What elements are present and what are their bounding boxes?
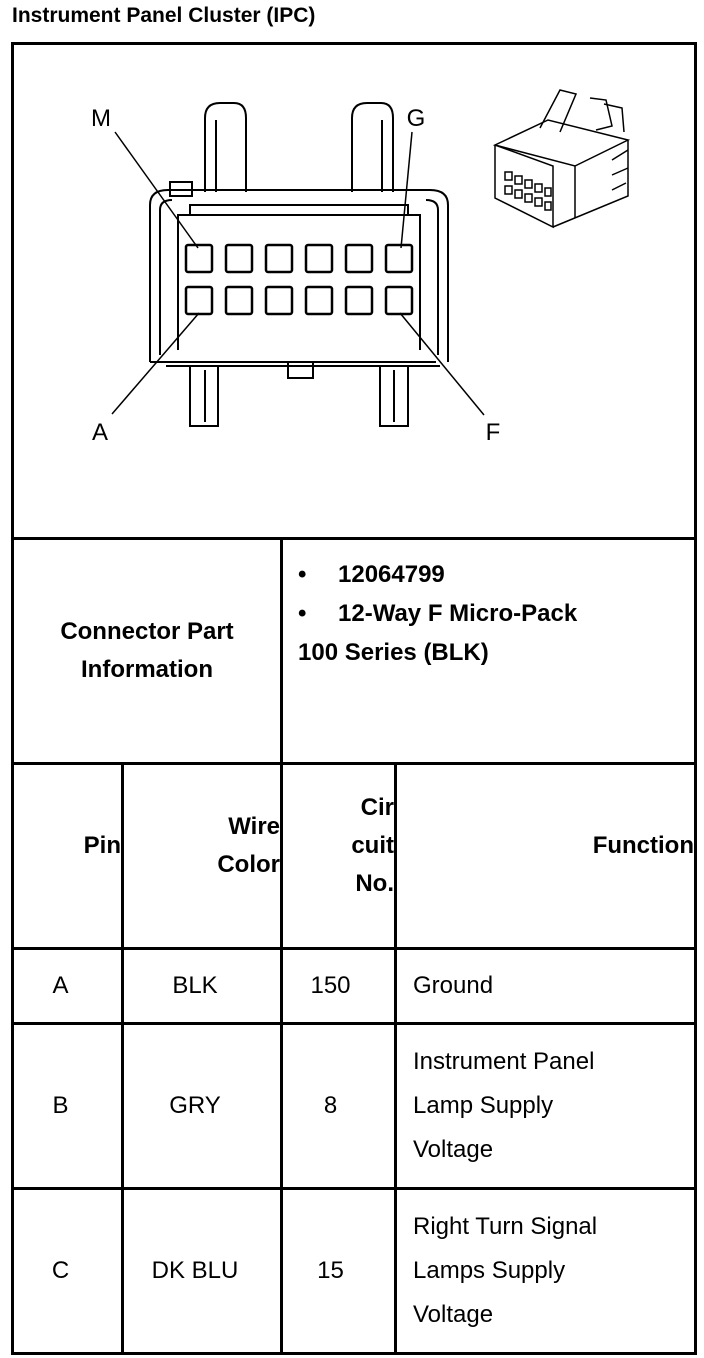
connector-diagram: M G A F bbox=[91, 89, 631, 446]
cavity-bottom-4 bbox=[304, 285, 334, 316]
connector-info-label: Connector Part Information bbox=[14, 540, 280, 762]
cavity-bottom-6 bbox=[384, 285, 414, 316]
row-a-function-line1: Ground bbox=[413, 972, 494, 999]
row-c-wire-color: DK BLU bbox=[151, 1257, 239, 1284]
cavity-bottom-2 bbox=[224, 285, 254, 316]
cavity-top-5 bbox=[344, 243, 374, 274]
connector-body-inner-left bbox=[159, 199, 173, 355]
divider-row-b-bottom bbox=[11, 1187, 697, 1190]
terminal-frame-top bbox=[189, 204, 409, 215]
row-b-pin: B bbox=[52, 1092, 69, 1119]
header-circuit-line1: Cir bbox=[360, 794, 394, 821]
divider-info-column bbox=[280, 537, 283, 765]
row-c-function-line2: Lamps Supply bbox=[413, 1257, 566, 1284]
bullet-icon: • bbox=[298, 561, 307, 588]
connector-info-details: • 12064799 • 12-Way F Micro-Pack 100 Serie… bbox=[298, 555, 688, 672]
header-wire-color-line2: Color bbox=[217, 851, 280, 878]
connector-type-item: • 12-Way F Micro-Pack bbox=[298, 594, 688, 633]
row-c-pin: C bbox=[51, 1257, 70, 1284]
latch-tab-right bbox=[351, 102, 394, 192]
row-b-circuit: 8 bbox=[323, 1092, 338, 1119]
connector-info-label-line1: Connector Part bbox=[60, 618, 234, 645]
bottom-notch bbox=[287, 362, 314, 379]
cavity-top-2 bbox=[224, 243, 254, 274]
row-a-wire-color: BLK bbox=[172, 972, 218, 999]
divider-col-wire bbox=[280, 762, 283, 1355]
page-title: Instrument Panel Cluster (IPC) bbox=[12, 4, 316, 27]
divider-col-pin bbox=[121, 762, 124, 1355]
divider-diagram-bottom bbox=[11, 537, 697, 540]
divider-info-bottom bbox=[11, 762, 697, 765]
leader-line-f bbox=[399, 312, 485, 416]
corner-key-left bbox=[169, 181, 193, 197]
cavity-top-4 bbox=[304, 243, 334, 274]
connector-body-inner-right bbox=[425, 199, 439, 355]
cavity-top-6 bbox=[384, 243, 414, 274]
bullet-icon: • bbox=[298, 600, 307, 627]
part-number-item: • 12064799 bbox=[298, 555, 688, 594]
header-wire-color-line1: Wire bbox=[228, 813, 280, 840]
header-circuit-line3: No. bbox=[355, 870, 394, 897]
part-number: 12064799 bbox=[338, 561, 445, 588]
cavity-bottom-5 bbox=[344, 285, 374, 316]
row-a-pin: A bbox=[52, 972, 69, 999]
connector-iso-view bbox=[492, 89, 631, 229]
row-c-circuit: 15 bbox=[317, 1257, 344, 1284]
divider-row-a-bottom bbox=[11, 1022, 697, 1025]
connector-table-frame bbox=[11, 42, 697, 1355]
row-b-function-line3: Voltage bbox=[413, 1136, 494, 1163]
connector-info-label-line2: Information bbox=[81, 656, 213, 683]
latch-tab-left bbox=[204, 102, 247, 192]
cavity-bottom-3 bbox=[264, 285, 294, 316]
row-b-function-line1: Instrument Panel bbox=[413, 1048, 595, 1075]
bottom-leg-left bbox=[189, 366, 219, 427]
cavity-top-3 bbox=[264, 243, 294, 274]
header-pin-label: Pin bbox=[83, 832, 121, 859]
header-function-label: Function bbox=[592, 832, 694, 859]
pin-label-f: F bbox=[486, 419, 501, 446]
row-c-function: Right Turn Signal Lamps Supply Voltage bbox=[397, 1190, 694, 1352]
header-wire-color: Wire Color bbox=[124, 765, 280, 947]
bottom-leg-right bbox=[379, 366, 409, 427]
row-c-function-line1: Right Turn Signal bbox=[413, 1213, 598, 1240]
row-b-function-line2: Lamp Supply bbox=[413, 1092, 554, 1119]
row-b-function: Instrument Panel Lamp Supply Voltage bbox=[397, 1025, 694, 1187]
row-a-circuit: 150 bbox=[310, 972, 351, 999]
pin-label-g: G bbox=[407, 105, 426, 132]
terminal-frame bbox=[177, 214, 421, 350]
leader-line-a bbox=[111, 312, 200, 415]
row-a-function: Ground bbox=[397, 950, 694, 1022]
row-b-wire-color: GRY bbox=[169, 1092, 221, 1119]
row-c-function-line3: Voltage bbox=[413, 1301, 494, 1328]
pin-label-m: M bbox=[91, 105, 111, 132]
cavity-bottom-1 bbox=[184, 285, 214, 316]
cavity-top-1 bbox=[184, 243, 214, 274]
divider-header-bottom bbox=[11, 947, 697, 950]
header-circuit-line2: cuit bbox=[351, 832, 394, 859]
leader-line-g bbox=[400, 131, 413, 249]
leader-line-m bbox=[114, 131, 199, 249]
connector-series: 100 Series (BLK) bbox=[298, 639, 489, 666]
header-function: Function bbox=[397, 765, 694, 947]
connector-type: 12-Way F Micro-Pack bbox=[338, 600, 578, 627]
divider-col-circuit bbox=[394, 762, 397, 1355]
header-circuit: Cir cuit No. bbox=[283, 765, 394, 947]
connector-body-outer bbox=[149, 189, 449, 362]
pin-label-a: A bbox=[92, 419, 108, 446]
header-pin: Pin bbox=[14, 765, 121, 947]
